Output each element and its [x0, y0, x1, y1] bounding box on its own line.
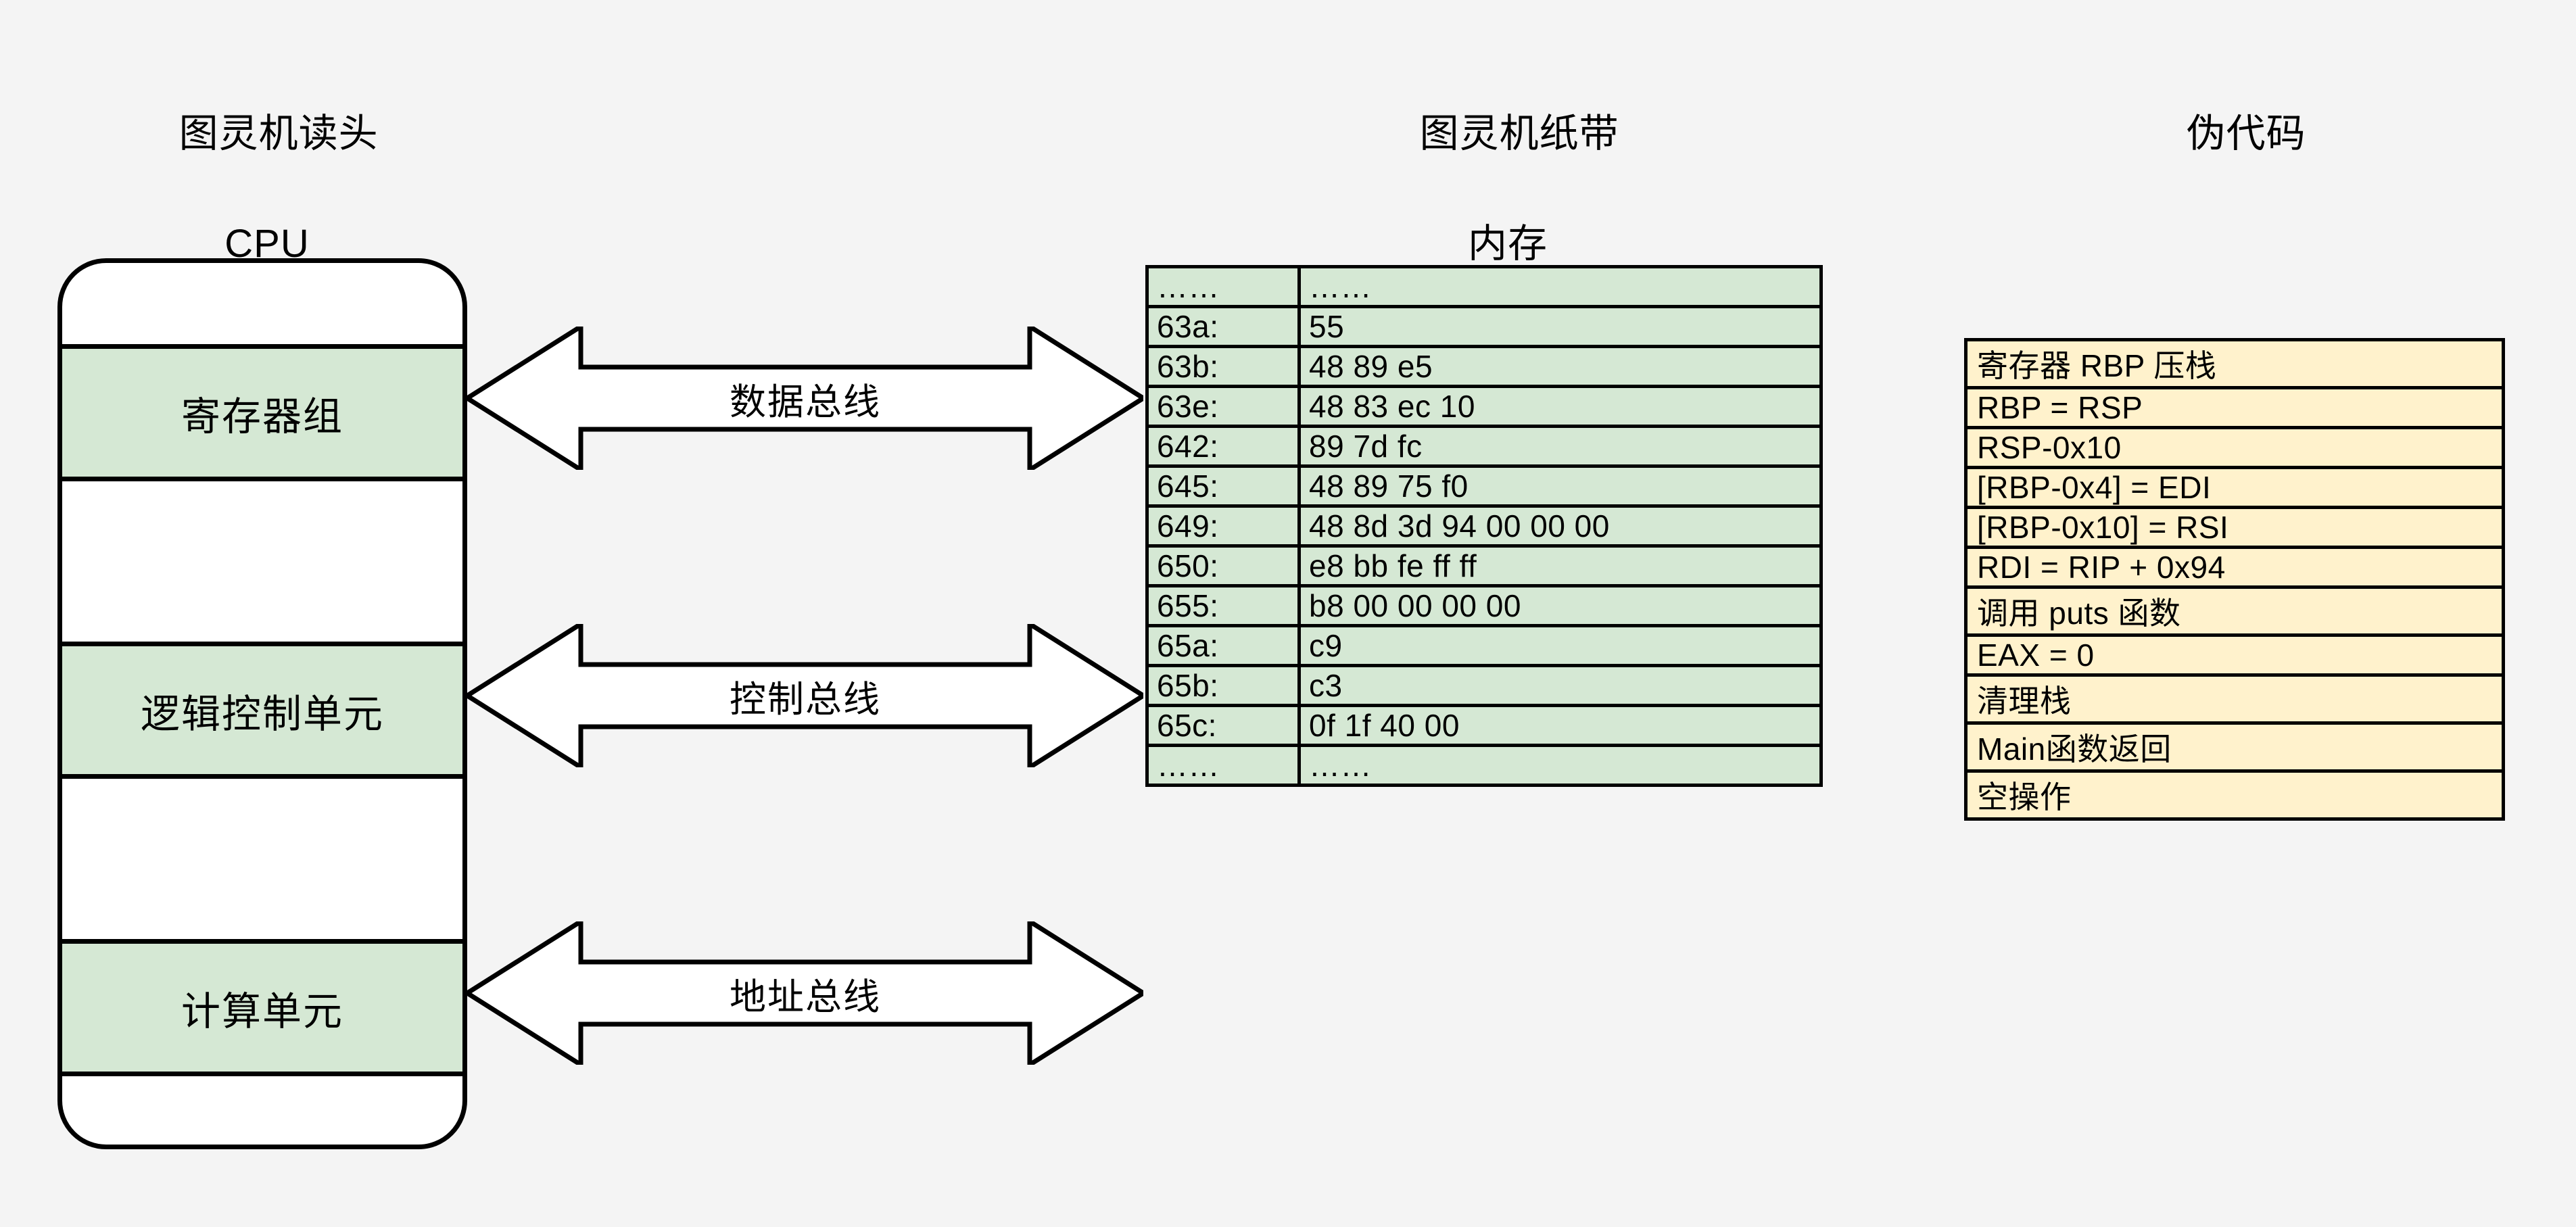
memory-row: 65c:0f 1f 40 00 — [1145, 704, 1823, 747]
cpu-band-alu-label: 计算单元 — [181, 989, 343, 1034]
memory-bytes-cell: 0f 1f 40 00 — [1297, 704, 1823, 747]
memory-bytes-cell: 89 7d fc — [1297, 425, 1823, 468]
memory-address-cell: 65a: — [1145, 624, 1301, 667]
memory-bytes-cell: b8 00 00 00 00 — [1297, 584, 1823, 627]
pseudocode-column-title: 伪代码 — [1967, 65, 2502, 158]
memory-bytes-cell: 48 83 ec 10 — [1297, 385, 1823, 428]
pseudocode-title-line1: 伪代码 — [2186, 112, 2306, 156]
memory-address-cell: 63b: — [1145, 345, 1301, 388]
memory-bytes-cell: 55 — [1297, 305, 1823, 348]
memory-address-cell: 649: — [1145, 504, 1301, 548]
control-bus-arrow: 控制总线 — [467, 624, 1143, 767]
pseudocode-cell: 调用 puts 函数 — [1964, 585, 2505, 637]
pseudocode-row: RSP-0x10 — [1964, 426, 2505, 469]
memory-bytes-cell: 48 89 e5 — [1297, 345, 1823, 388]
pseudocode-cell: 空操作 — [1964, 769, 2505, 821]
memory-bytes-cell: …… — [1297, 265, 1823, 308]
memory-bytes-cell: c9 — [1297, 624, 1823, 667]
pseudocode-row: Main函数返回 — [1964, 721, 2505, 773]
double-arrow-icon — [467, 921, 1143, 1065]
memory-title-line1: 图灵机纸带 — [1419, 112, 1619, 156]
pseudocode-cell: EAX = 0 — [1964, 633, 2505, 677]
memory-bytes-cell: 48 89 75 f0 — [1297, 464, 1823, 508]
memory-address-cell: 655: — [1145, 584, 1301, 627]
pseudocode-row: 空操作 — [1964, 769, 2505, 821]
pseudocode-row: 清理栈 — [1964, 673, 2505, 725]
pseudocode-cell: [RBP-0x4] = EDI — [1964, 466, 2505, 509]
memory-row: 63b:48 89 e5 — [1145, 345, 1823, 388]
memory-row: 650:e8 bb fe ff ff — [1145, 544, 1823, 587]
cpu-band-registers: 寄存器组 — [62, 344, 462, 481]
address-bus-arrow: 地址总线 — [467, 921, 1143, 1065]
pseudocode-cell: RDI = RIP + 0x94 — [1964, 546, 2505, 589]
cpu-band-control-unit: 逻辑控制单元 — [62, 642, 462, 779]
memory-address-cell: 642: — [1145, 425, 1301, 468]
cpu-title-line1: 图灵机读头 — [178, 112, 379, 156]
memory-row: 65a:c9 — [1145, 624, 1823, 667]
memory-row: 63e:48 83 ec 10 — [1145, 385, 1823, 428]
memory-title-line2: 内存 — [1467, 222, 1548, 266]
pseudocode-row: EAX = 0 — [1964, 633, 2505, 677]
memory-address-cell: 65b: — [1145, 664, 1301, 707]
memory-row: 655:b8 00 00 00 00 — [1145, 584, 1823, 627]
memory-row: 63a:55 — [1145, 305, 1823, 348]
cpu-column-title: 图灵机读头 CPU — [0, 65, 534, 314]
pseudocode-cell: 清理栈 — [1964, 673, 2505, 725]
cpu-band-registers-label: 寄存器组 — [181, 394, 343, 439]
pseudocode-row: RDI = RIP + 0x94 — [1964, 546, 2505, 589]
pseudocode-row: 调用 puts 函数 — [1964, 585, 2505, 637]
pseudocode-row: RBP = RSP — [1964, 386, 2505, 429]
cpu-band-control-unit-label: 逻辑控制单元 — [140, 692, 384, 736]
memory-address-cell: 63e: — [1145, 385, 1301, 428]
memory-row: 649:48 8d 3d 94 00 00 00 — [1145, 504, 1823, 548]
cpu-unit: 寄存器组 逻辑控制单元 计算单元 — [57, 258, 467, 1149]
memory-column-title: 图灵机纸带 内存 — [1149, 65, 1866, 314]
memory-address-cell: …… — [1145, 265, 1301, 308]
cpu-band-alu: 计算单元 — [62, 939, 462, 1076]
memory-bytes-cell: e8 bb fe ff ff — [1297, 544, 1823, 587]
memory-address-cell: 645: — [1145, 464, 1301, 508]
memory-bytes-cell: c3 — [1297, 664, 1823, 707]
memory-address-cell: …… — [1145, 744, 1301, 787]
memory-address-cell: 65c: — [1145, 704, 1301, 747]
memory-bytes-cell: 48 8d 3d 94 00 00 00 — [1297, 504, 1823, 548]
memory-row: 645:48 89 75 f0 — [1145, 464, 1823, 508]
pseudocode-cell: RSP-0x10 — [1964, 426, 2505, 469]
double-arrow-icon — [467, 327, 1143, 470]
memory-row: ………… — [1145, 744, 1823, 787]
pseudocode-row: [RBP-0x4] = EDI — [1964, 466, 2505, 509]
memory-bytes-cell: …… — [1297, 744, 1823, 787]
memory-address-cell: 63a: — [1145, 305, 1301, 348]
pseudocode-row: [RBP-0x10] = RSI — [1964, 506, 2505, 549]
memory-row: 642:89 7d fc — [1145, 425, 1823, 468]
pseudocode-cell: 寄存器 RBP 压栈 — [1964, 338, 2505, 389]
pseudocode-cell: RBP = RSP — [1964, 386, 2505, 429]
memory-address-cell: 650: — [1145, 544, 1301, 587]
double-arrow-icon — [467, 624, 1143, 767]
pseudocode-cell: Main函数返回 — [1964, 721, 2505, 773]
memory-row: ………… — [1145, 265, 1823, 308]
memory-row: 65b:c3 — [1145, 664, 1823, 707]
pseudocode-row: 寄存器 RBP 压栈 — [1964, 338, 2505, 389]
data-bus-arrow: 数据总线 — [467, 327, 1143, 470]
pseudocode-cell: [RBP-0x10] = RSI — [1964, 506, 2505, 549]
